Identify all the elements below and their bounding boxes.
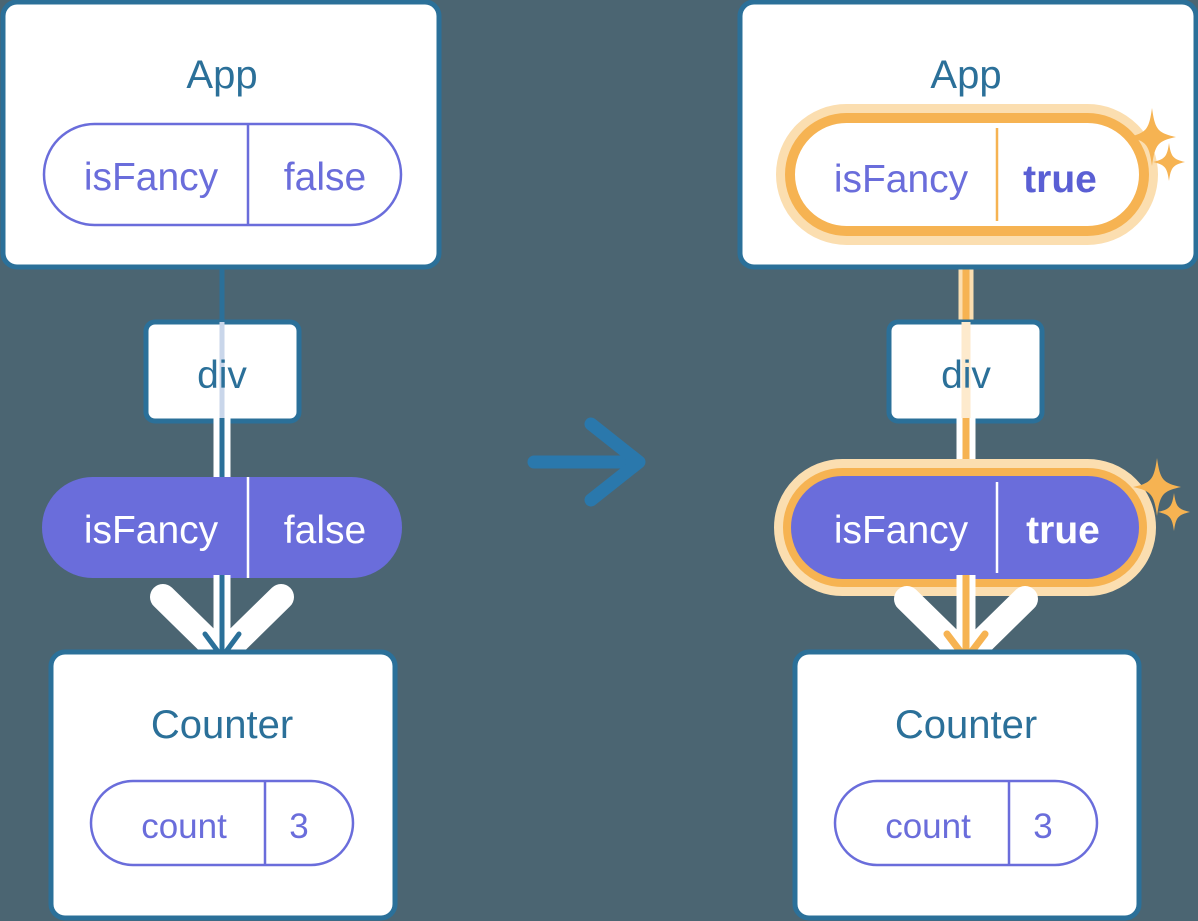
pill-key: isFancy xyxy=(84,509,219,552)
panel-before: App isFancy false div isFancy false xyxy=(0,0,442,921)
app-state-pill: isFancy false xyxy=(42,122,403,227)
pill-outline xyxy=(833,779,1099,867)
pill-key: isFancy xyxy=(834,158,969,201)
counter-state-pill: count 3 xyxy=(833,779,1099,867)
app-title: App xyxy=(930,53,1001,97)
sparkle-small-icon xyxy=(1158,493,1190,531)
sparkle-icon xyxy=(1133,458,1190,531)
sparkle-large-icon xyxy=(1128,108,1176,166)
app-title: App xyxy=(186,53,257,97)
counter-state-pill: count 3 xyxy=(89,779,355,867)
pill-value: false xyxy=(284,156,366,199)
pill-key: isFancy xyxy=(84,156,219,199)
pill-value: true xyxy=(1023,158,1097,201)
pill-value: 3 xyxy=(1033,807,1052,846)
pill-highlight-ring xyxy=(785,113,1149,236)
pill-outline xyxy=(89,779,355,867)
pill-key: count xyxy=(885,807,971,846)
panel-after: App isFancy true div i xyxy=(737,0,1198,921)
sparkle-icon xyxy=(1128,108,1185,181)
host-div-label: div xyxy=(197,354,247,397)
transition-arrow-right-icon xyxy=(527,417,646,507)
pill-value: false xyxy=(284,509,366,552)
pill-key: count xyxy=(141,807,227,846)
counter-title: Counter xyxy=(151,703,293,747)
host-div-node: div xyxy=(886,319,1045,424)
pill-key: isFancy xyxy=(834,509,969,552)
host-div-label: div xyxy=(941,354,991,397)
prop-arrow xyxy=(202,575,242,660)
prop-state-pill: isFancy true xyxy=(774,458,1190,596)
counter-title: Counter xyxy=(895,703,1037,747)
sparkle-large-icon xyxy=(1133,458,1181,516)
pill-fill xyxy=(42,477,402,578)
app-state-pill: isFancy true xyxy=(776,104,1185,245)
pill-outline xyxy=(42,122,403,227)
pill-value: 3 xyxy=(289,807,308,846)
prop-state-pill: isFancy false xyxy=(42,477,402,578)
pill-value: true xyxy=(1026,509,1100,552)
sparkle-small-icon xyxy=(1153,143,1185,181)
host-div-node: div xyxy=(143,319,302,424)
